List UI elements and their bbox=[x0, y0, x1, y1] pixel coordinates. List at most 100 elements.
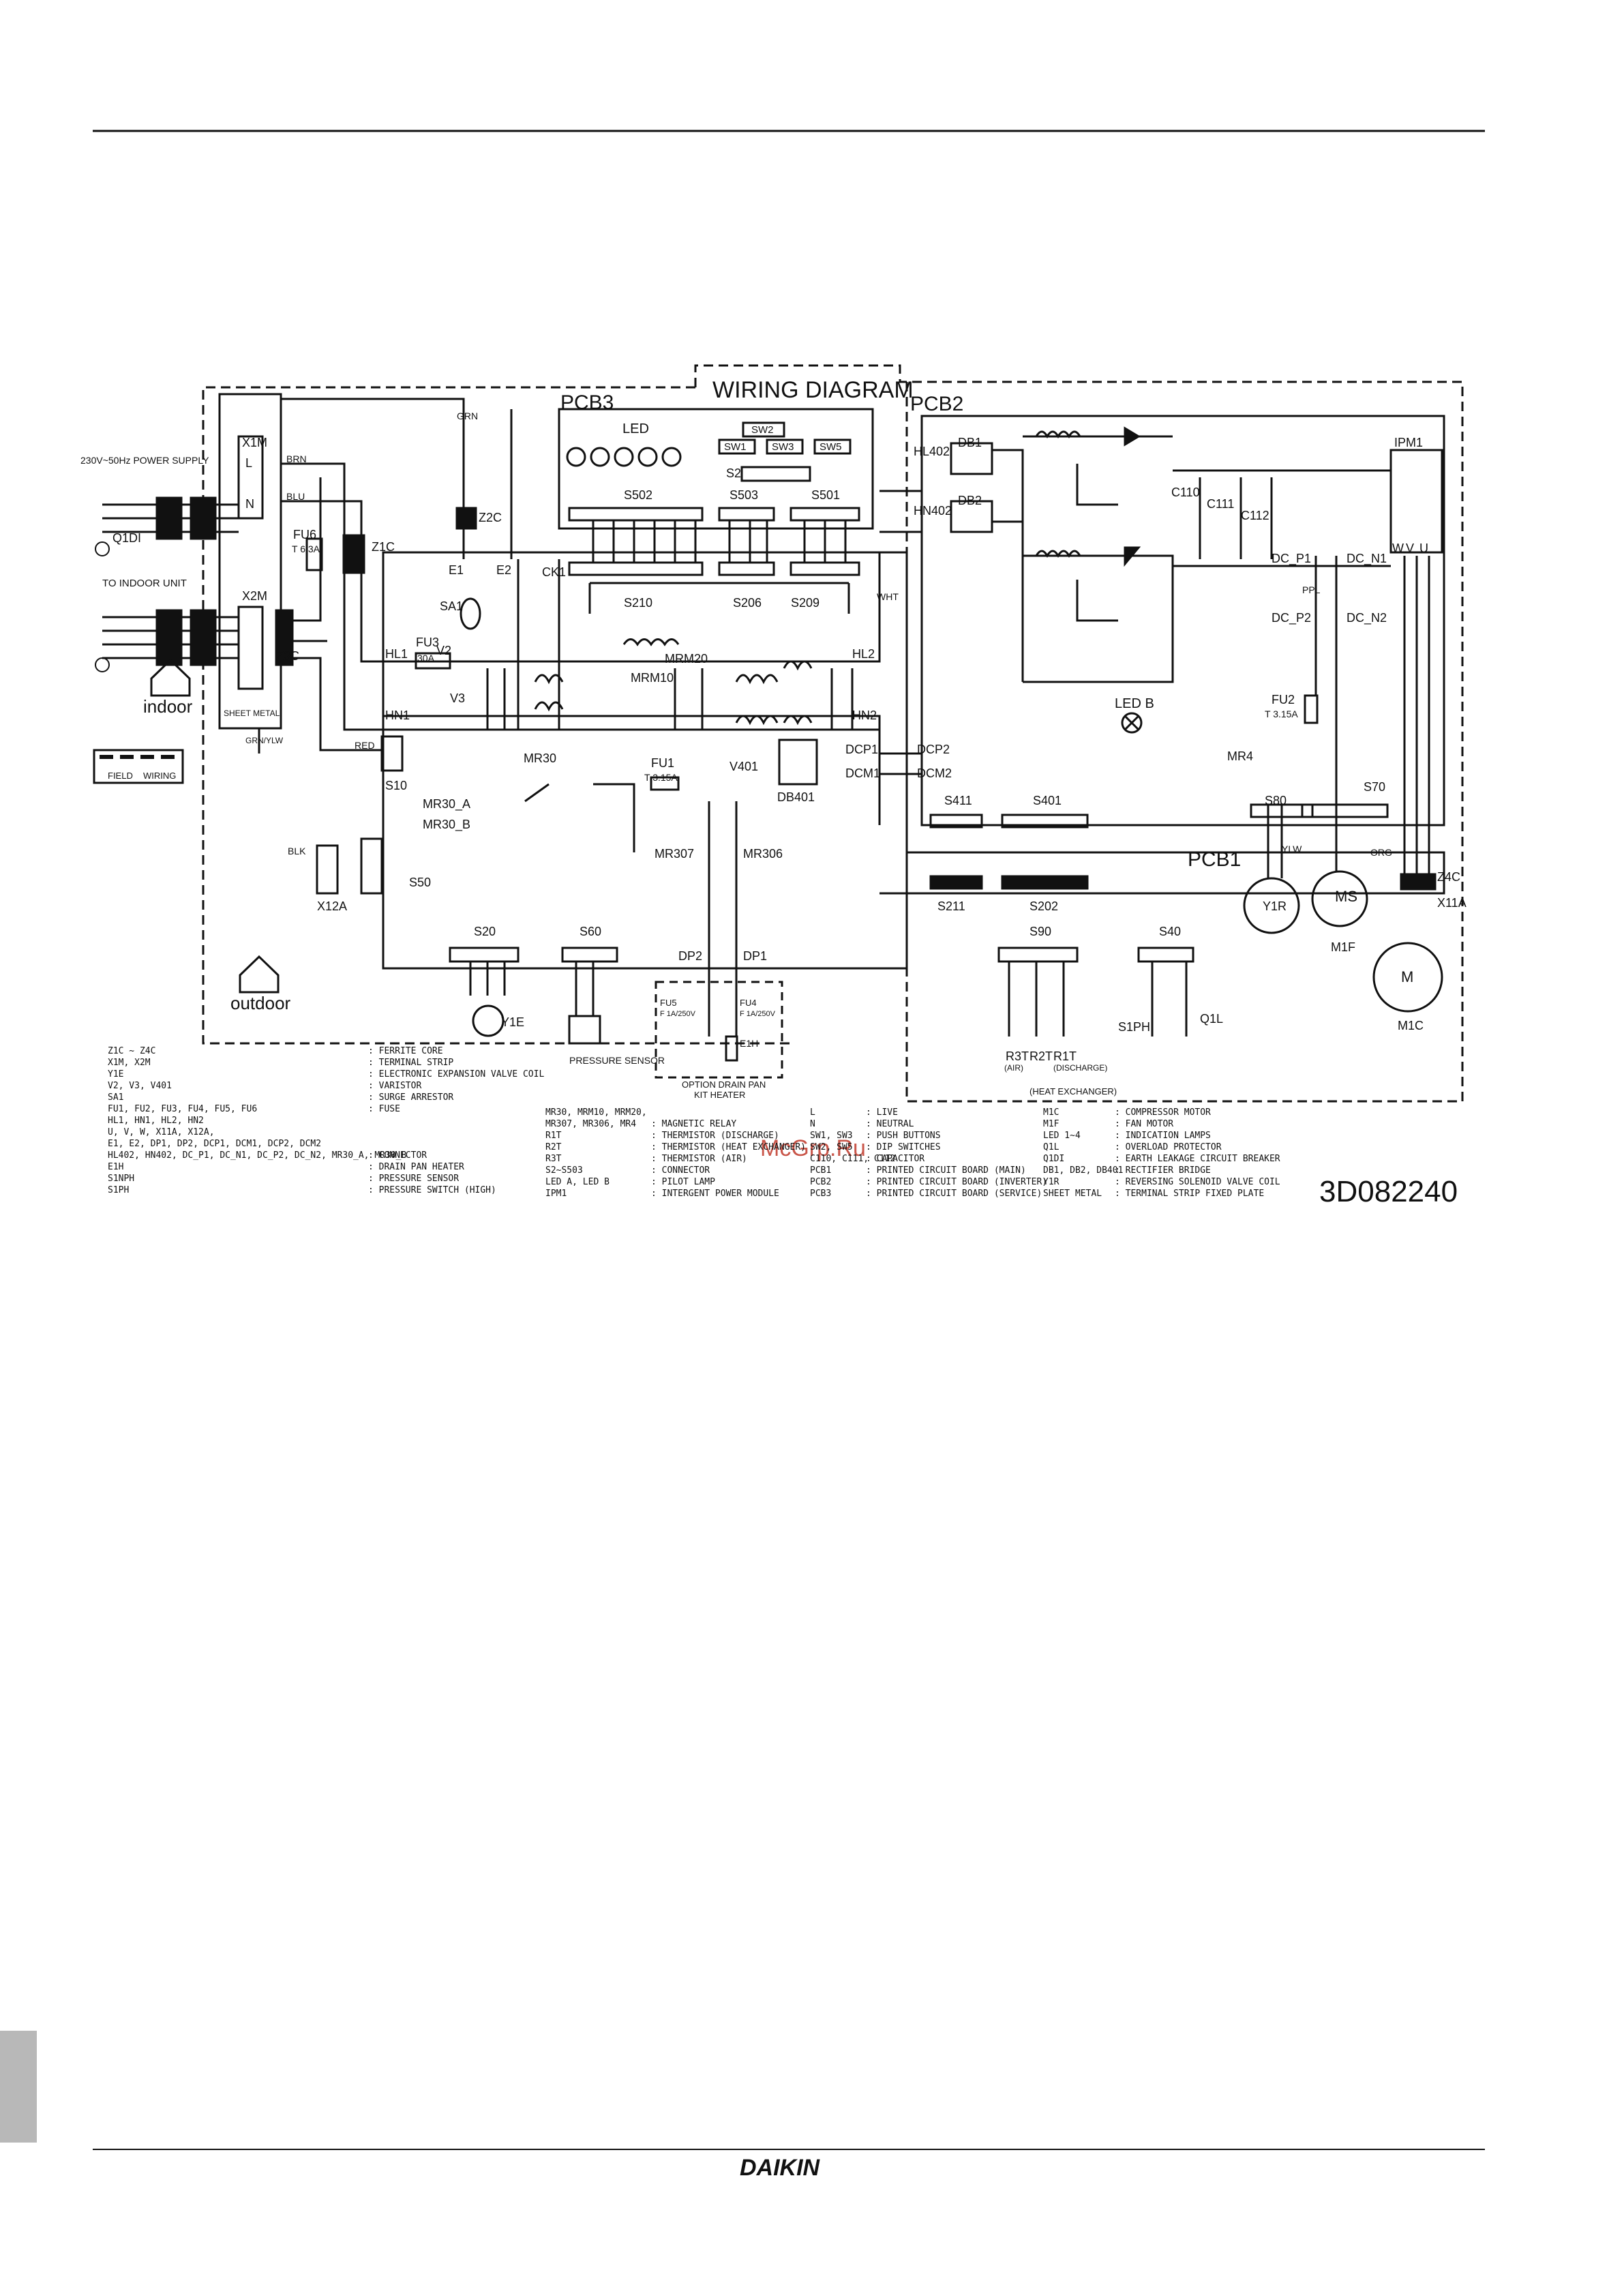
pcb1-bus-2 bbox=[436, 559, 922, 775]
led-4-lamp bbox=[661, 447, 682, 467]
ferrite-core-z3c bbox=[275, 609, 294, 666]
fu4-value: F 1A/250V bbox=[740, 1010, 776, 1018]
s401-label: S401 bbox=[1033, 794, 1062, 807]
mrm20-label: MRM20 bbox=[665, 652, 708, 666]
c111-label: C111 bbox=[1207, 497, 1234, 511]
indoor-house-icon bbox=[150, 658, 191, 697]
sheet-metal-label: SHEET METAL bbox=[224, 709, 280, 718]
legend-definition: : COMPRESSOR MOTOR bbox=[1115, 1107, 1211, 1118]
r2t-label: R2T bbox=[1029, 1049, 1053, 1063]
sw5-switch bbox=[813, 438, 852, 455]
field-wiring-box bbox=[93, 749, 184, 784]
legend-definition: : ELECTRONIC EXPANSION VALVE COIL bbox=[368, 1069, 544, 1079]
s1ph-label: S1PH bbox=[1118, 1020, 1150, 1034]
x1m-n-label: N bbox=[245, 497, 254, 511]
legend-term: C110, C111, C112 bbox=[810, 1154, 895, 1164]
legend-definition: : PRESSURE SENSOR bbox=[368, 1174, 459, 1184]
legend-term: V2, V3, V401 bbox=[108, 1081, 172, 1091]
legend-definition: : THERMISTOR (DISCHARGE) bbox=[651, 1131, 779, 1141]
led-a-lamp bbox=[566, 447, 586, 467]
ipm1-box bbox=[1389, 449, 1443, 554]
s60-header bbox=[561, 946, 618, 963]
footer-brand: DAIKIN bbox=[740, 2155, 821, 2181]
legend-term: HL1, HN1, HL2, HN2 bbox=[108, 1116, 204, 1126]
db1-box bbox=[950, 442, 993, 475]
fu5-label: FU5 bbox=[660, 998, 677, 1008]
ferrite-core-z2c bbox=[455, 507, 477, 530]
doc-number: 3D082240 bbox=[1319, 1175, 1458, 1208]
fuse-fu2 bbox=[1304, 694, 1319, 724]
fu2-value: T 3.15A bbox=[1265, 709, 1298, 719]
legend-term: PCB2 bbox=[810, 1177, 831, 1187]
sw3-label: SW3 bbox=[772, 441, 794, 453]
filter-capacitors bbox=[486, 668, 854, 730]
sw5-label: SW5 bbox=[819, 441, 842, 453]
legend-definition: : INTERGENT POWER MODULE bbox=[651, 1189, 779, 1199]
s50-header bbox=[360, 837, 383, 895]
s503-label: S503 bbox=[730, 488, 758, 502]
legend-term: Y1E bbox=[108, 1069, 123, 1079]
s501-label: S501 bbox=[811, 488, 840, 502]
legend-term: SW1, SW3 bbox=[810, 1131, 853, 1141]
m1c-label: M1C bbox=[1398, 1019, 1424, 1032]
z1c-label: Z1C bbox=[372, 540, 395, 554]
s411-header bbox=[929, 814, 983, 829]
s206-header bbox=[718, 561, 775, 576]
s401-header bbox=[1001, 814, 1089, 829]
y1r-coil bbox=[1243, 877, 1300, 934]
legend-term: DB1, DB2, DB401 bbox=[1043, 1165, 1123, 1176]
drain-pan-label-a: OPTION DRAIN PAN bbox=[682, 1079, 766, 1090]
z4c-label: Z4C bbox=[1437, 870, 1460, 884]
side-tab bbox=[0, 2031, 37, 2143]
r3t-label: R3T bbox=[1006, 1049, 1029, 1063]
pressure-sensor-label: PRESSURE SENSOR bbox=[569, 1055, 665, 1066]
legend-term: PCB3 bbox=[810, 1189, 831, 1199]
r1t-label: R1T bbox=[1053, 1049, 1077, 1063]
main-wiring bbox=[258, 398, 559, 754]
wire-org-label: ORG bbox=[1370, 847, 1392, 858]
x11a-label: X11A bbox=[1437, 896, 1467, 910]
to-indoor-label: TO INDOOR UNIT bbox=[102, 578, 187, 589]
legend-term: Q1L bbox=[1043, 1142, 1059, 1152]
legend-term: S1PH bbox=[108, 1185, 129, 1195]
pcb3-to-pcb1 bbox=[588, 582, 850, 614]
legend-definition: : CAPACITOR bbox=[866, 1154, 924, 1164]
legend-term: MR307, MR306, MR4 bbox=[545, 1119, 636, 1129]
mrm20-coil bbox=[622, 638, 680, 646]
sw1-button bbox=[718, 438, 756, 455]
m1c-compressor-motor bbox=[1372, 942, 1443, 1013]
led-2-lamp bbox=[614, 447, 634, 467]
mr306-label: MR306 bbox=[743, 847, 783, 861]
dc-n1-label: DC_N1 bbox=[1347, 552, 1387, 566]
sw1-label: SW1 bbox=[724, 441, 747, 453]
y1r-label: Y1R bbox=[1263, 899, 1287, 913]
mrm10-label: MRM10 bbox=[631, 671, 674, 685]
legend-definition: : THERMISTOR (AIR) bbox=[651, 1154, 747, 1164]
wire-ylw-label: YLW bbox=[1282, 844, 1302, 854]
drain-pan-leads bbox=[708, 961, 764, 1037]
legend-term: M1F bbox=[1043, 1119, 1059, 1129]
pcb3-label: PCB3 bbox=[560, 391, 614, 414]
legend-term: N bbox=[810, 1119, 815, 1129]
legend-term: R2T bbox=[545, 1142, 562, 1152]
ipm-w-label: W bbox=[1392, 541, 1404, 555]
x1m-strip bbox=[237, 435, 264, 520]
fu1-label: FU1 bbox=[651, 756, 674, 770]
x2m-label: X2M bbox=[242, 589, 267, 603]
legend-term: LED 1~4 bbox=[1043, 1131, 1081, 1141]
dcm1-label: DCM1 bbox=[845, 766, 880, 780]
indoor-cable-band bbox=[155, 609, 183, 666]
legend-definition: : SURGE ARRESTOR bbox=[368, 1092, 453, 1103]
s502-label: S502 bbox=[624, 488, 652, 502]
c110-label: C110 bbox=[1171, 486, 1200, 499]
dp2-label: DP2 bbox=[678, 949, 702, 963]
legend-term: S1NPH bbox=[108, 1174, 134, 1184]
led-label: LED bbox=[622, 421, 649, 436]
fu3-label: FU3 bbox=[416, 636, 439, 649]
sw2-switch bbox=[742, 421, 785, 438]
q1di-label: Q1DI bbox=[112, 531, 141, 545]
wire-blk-label: BLK bbox=[288, 846, 306, 856]
sheet-metal-plate bbox=[218, 393, 282, 730]
watermark: McGrp.Ru bbox=[760, 1135, 866, 1161]
hl402-label: HL402 bbox=[914, 445, 950, 458]
